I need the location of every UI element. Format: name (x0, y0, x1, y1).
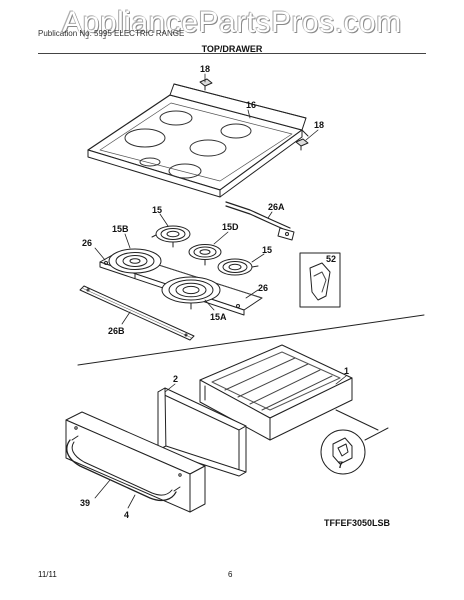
callout-2: 2 (173, 374, 178, 384)
inset-bracket-52[interactable] (299, 252, 341, 308)
drawer-body-part[interactable] (199, 344, 353, 441)
callout-26a: 26A (268, 202, 285, 212)
watermark: AppliancePartsPros.com (62, 6, 402, 39)
callout-15b: 15B (112, 224, 129, 234)
callout-15a: 15A (210, 312, 227, 322)
callout-52: 52 (326, 254, 336, 264)
callout-26b: 26B (108, 326, 125, 336)
inset-clip-7[interactable] (320, 409, 389, 475)
surface-element-15[interactable] (151, 225, 191, 248)
surface-element-15-right[interactable] (217, 258, 259, 276)
callout-15: 15 (152, 205, 162, 215)
surface-element-15a[interactable] (161, 276, 221, 310)
callout-15d: 15D (222, 222, 239, 232)
callout-4: 4 (124, 510, 129, 520)
model-number: TFFEF3050LSB (324, 518, 391, 528)
section-title: TOP/DRAWER (201, 44, 263, 54)
surface-element-15b[interactable] (108, 248, 162, 279)
section-divider (77, 314, 425, 366)
footer-date: 11/11 (38, 570, 57, 579)
cooktop-top-part[interactable] (87, 83, 309, 198)
surface-element-15d[interactable] (188, 244, 222, 266)
callout-18-left: 18 (200, 64, 210, 74)
callout-16: 16 (246, 100, 256, 110)
clip-part-right[interactable] (295, 138, 309, 151)
callout-15-right: 15 (262, 245, 272, 255)
leader-lines (94, 73, 347, 509)
callout-26-left: 26 (82, 238, 92, 248)
callout-26-right: 26 (258, 283, 268, 293)
callout-18-right: 18 (314, 120, 324, 130)
drawer-frame-part[interactable] (157, 387, 247, 477)
footer-page-number: 6 (228, 570, 233, 579)
callout-7: 7 (338, 460, 343, 470)
callout-1: 1 (344, 366, 349, 376)
clip-part-left[interactable] (199, 78, 213, 91)
callout-39: 39 (80, 498, 90, 508)
wire-harness-part[interactable] (225, 201, 295, 241)
drawer-handle-part[interactable] (66, 435, 181, 502)
header-note: Publication No. 5995 ELECTRIC RANGE (38, 29, 185, 38)
drawer-front-part[interactable] (65, 411, 206, 513)
front-trim-strip-part[interactable] (79, 285, 195, 341)
title-rule (38, 53, 426, 54)
